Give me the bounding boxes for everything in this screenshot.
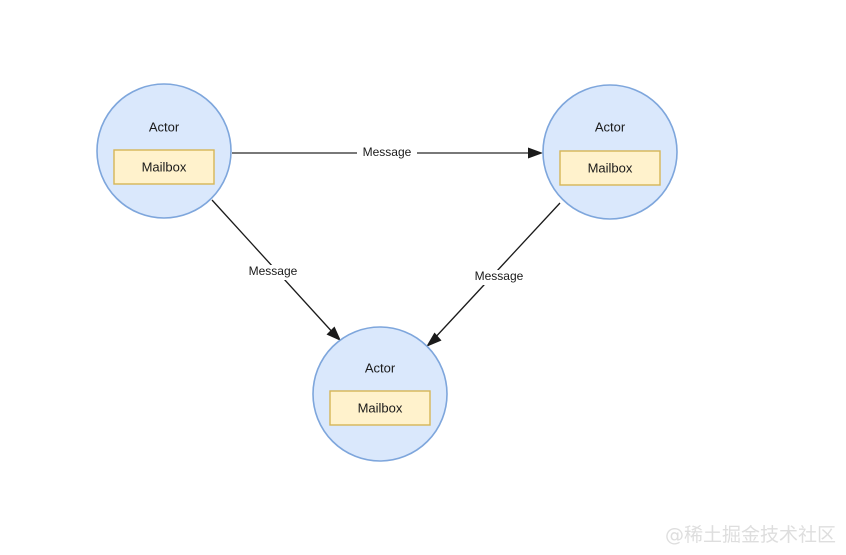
actor-node-right[interactable]: Actor Mailbox: [542, 84, 678, 220]
actor-node-left[interactable]: Actor Mailbox: [96, 83, 232, 219]
actor-title: Actor: [595, 119, 626, 134]
label-backdrop: [244, 265, 303, 280]
label-backdrop: [357, 146, 417, 161]
mailbox-label: Mailbox: [588, 160, 633, 175]
edge-label-text: Message: [249, 264, 298, 278]
edge-label-left-to-right: Message: [357, 145, 417, 161]
arrowhead-icon: [528, 147, 543, 159]
watermark: @稀土掘金技术社区: [664, 524, 836, 546]
actor-title: Actor: [365, 360, 396, 375]
mailbox-box[interactable]: [113, 149, 215, 185]
edge-label-right-to-bottom: Message: [470, 269, 529, 285]
edge-label-left-to-bottom: Message: [244, 264, 303, 280]
actor-node-bottom[interactable]: Actor Mailbox: [312, 326, 448, 462]
mailbox-box[interactable]: [329, 390, 431, 426]
mailbox-label: Mailbox: [142, 159, 187, 174]
label-backdrop: [470, 270, 529, 285]
edge-label-text: Message: [363, 145, 412, 159]
actor-title: Actor: [149, 119, 180, 134]
arrowhead-icon: [426, 332, 442, 347]
mailbox-box[interactable]: [559, 150, 661, 186]
edge-label-text: Message: [475, 269, 524, 283]
mailbox-label: Mailbox: [358, 400, 403, 415]
arrowhead-icon: [326, 326, 341, 341]
